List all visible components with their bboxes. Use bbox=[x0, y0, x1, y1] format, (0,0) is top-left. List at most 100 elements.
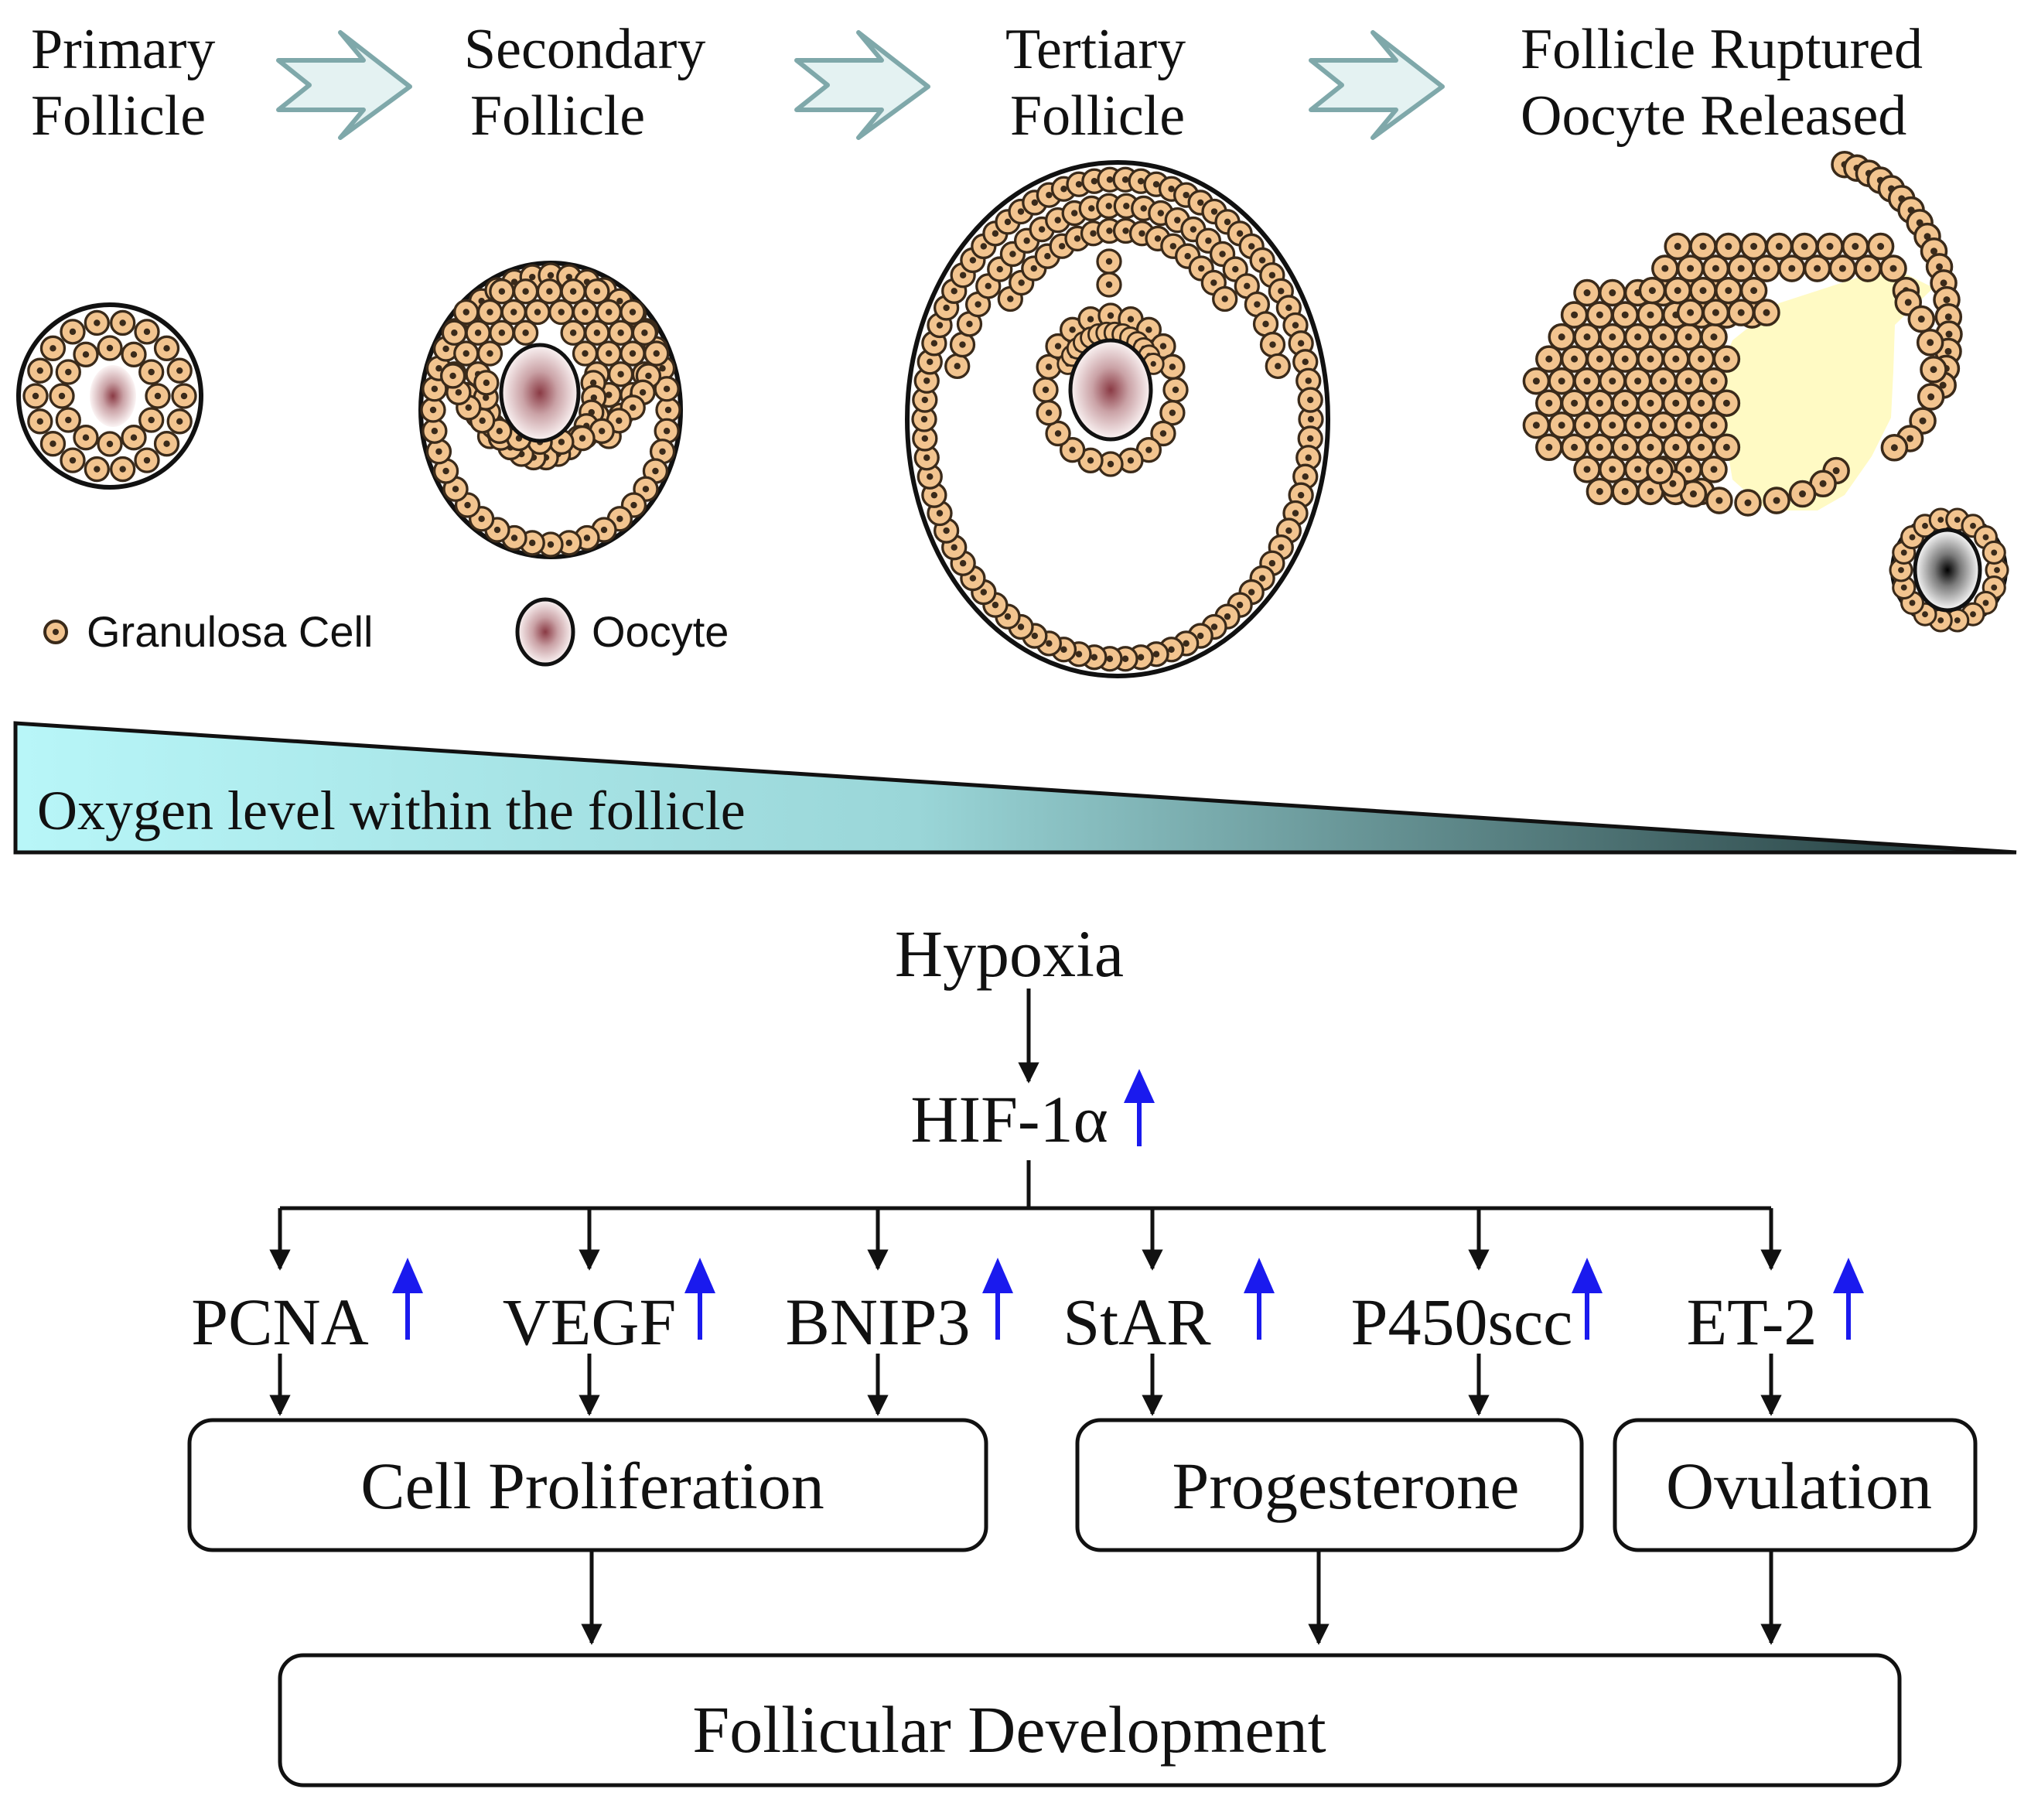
granulosa-cell-nucleus bbox=[1137, 178, 1145, 185]
granulosa-cell-nucleus bbox=[1710, 422, 1718, 429]
granulosa-cell-nucleus bbox=[1297, 491, 1305, 499]
granulosa-cell-nucleus bbox=[1596, 399, 1603, 407]
granulosa-cell-nucleus bbox=[1075, 181, 1083, 188]
granulosa-cell-nucleus bbox=[663, 385, 671, 392]
granulosa-cell-nucleus bbox=[547, 541, 555, 548]
granulosa-cell-nucleus bbox=[1571, 311, 1579, 319]
granulosa-cell-nucleus bbox=[1105, 203, 1112, 210]
granulosa-cell-nucleus bbox=[1224, 613, 1231, 620]
granulosa-cell-nucleus bbox=[1292, 322, 1299, 329]
stage-title-secondary-line1: Secondary bbox=[464, 18, 705, 81]
granulosa-cell-nucleus bbox=[1940, 279, 1947, 287]
granulosa-cell-nucleus bbox=[1150, 360, 1156, 367]
granulosa-cell-nucleus bbox=[1210, 623, 1218, 630]
granulosa-cell-nucleus bbox=[1674, 243, 1681, 251]
granulosa-cell-nucleus bbox=[966, 320, 973, 328]
granulosa-cell-nucleus bbox=[1936, 263, 1944, 271]
granulosa-cell-nucleus bbox=[498, 288, 506, 295]
granulosa-cell-nucleus bbox=[1943, 296, 1951, 304]
granulosa-cell-nucleus bbox=[1090, 230, 1097, 237]
granulosa-cell-nucleus bbox=[1919, 417, 1927, 425]
granulosa-cell-nucleus bbox=[1069, 446, 1076, 453]
granulosa-cell-nucleus bbox=[921, 435, 929, 442]
granulosa-cell-nucleus bbox=[154, 392, 162, 400]
granulosa-cell-nucleus bbox=[565, 273, 572, 281]
granulosa-cell-nucleus bbox=[464, 501, 471, 509]
granulosa-cell-nucleus bbox=[1054, 217, 1061, 224]
granulosa-cell-nucleus bbox=[1168, 186, 1175, 193]
granulosa-cell-nucleus bbox=[1634, 377, 1642, 385]
granulosa-cell-nucleus bbox=[1302, 358, 1309, 366]
granulosa-cell-nucleus bbox=[1054, 343, 1062, 350]
granulosa-cell-nucleus bbox=[1532, 377, 1540, 385]
granulosa-cell-nucleus bbox=[642, 486, 650, 493]
granulosa-cell-nucleus bbox=[1174, 217, 1181, 224]
granulosa-cell-nucleus bbox=[1122, 227, 1129, 234]
granulosa-cell-nucleus bbox=[1558, 333, 1565, 341]
granulosa-cell-nucleus bbox=[486, 350, 493, 357]
secondary-follicle bbox=[418, 261, 683, 559]
granulosa-cell-nucleus bbox=[1145, 446, 1152, 453]
granulosa-cell-nucleus bbox=[985, 282, 992, 290]
granulosa-cell-nucleus bbox=[442, 345, 449, 353]
granulosa-cell-nucleus bbox=[1306, 435, 1314, 442]
granulosa-cell-nucleus bbox=[69, 456, 77, 464]
final-box-follicular-development: Follicular Development bbox=[278, 1653, 1902, 1788]
gene-up-arrows bbox=[392, 1258, 1864, 1340]
granulosa-cell-nucleus bbox=[1069, 326, 1076, 333]
granulosa-cell-nucleus bbox=[1647, 399, 1654, 407]
granulosa-cell-nucleus bbox=[451, 330, 458, 336]
granulosa-cell-nucleus bbox=[1710, 333, 1718, 341]
granulosa-cell-nucleus bbox=[653, 350, 660, 357]
granulosa-cell-nucleus bbox=[1018, 279, 1025, 286]
granulosa-cell-nucleus bbox=[1621, 443, 1629, 451]
granulosa-cell-nucleus bbox=[1070, 210, 1078, 217]
granulosa-cell-nucleus bbox=[119, 466, 126, 473]
granulosa-cell-nucleus bbox=[936, 322, 944, 329]
granulosa-cell-nucleus bbox=[449, 372, 456, 380]
granulosa-cell-nucleus bbox=[1801, 243, 1808, 251]
granulosa-cell-nucleus bbox=[1656, 467, 1664, 475]
granulosa-cell-icon bbox=[43, 620, 68, 644]
granulosa-cell-nucleus bbox=[1927, 393, 1935, 401]
granulosa-cell-nucleus bbox=[617, 370, 624, 377]
granulosa-cell-nucleus bbox=[1634, 466, 1642, 473]
granulosa-cell-nucleus bbox=[1698, 399, 1705, 407]
granulosa-cell-nucleus bbox=[1647, 443, 1654, 451]
granulosa-cell-nucleus bbox=[1017, 623, 1025, 630]
granulosa-cell-nucleus bbox=[435, 365, 442, 372]
granulosa-cell-nucleus bbox=[1669, 480, 1677, 487]
granulosa-cell-nucleus bbox=[629, 350, 637, 357]
granulosa-cell-nucleus bbox=[529, 273, 536, 281]
granulosa-cell-nucleus bbox=[106, 440, 114, 448]
granulosa-cell-nucleus bbox=[1087, 457, 1094, 464]
granulosa-cell-nucleus bbox=[923, 454, 930, 461]
granulosa-cell-nucleus bbox=[49, 440, 56, 447]
granulosa-cell-nucleus bbox=[1922, 522, 1928, 529]
granulosa-cell-nucleus bbox=[616, 417, 623, 425]
up-arrow-icon bbox=[1572, 1258, 1603, 1340]
granulosa-cell-nucleus bbox=[1906, 435, 1914, 442]
legend-oocyte-label: Oocyte bbox=[592, 607, 729, 656]
granulosa-cell-nucleus bbox=[1275, 363, 1282, 370]
stage-title-ruptured-line2: Oocyte Released bbox=[1521, 84, 1906, 148]
granulosa-cell-nucleus bbox=[176, 418, 183, 425]
granulosa-cell-nucleus bbox=[534, 309, 541, 316]
granulosa-cell-nucleus bbox=[1183, 640, 1190, 647]
granulosa-cell-nucleus bbox=[1007, 295, 1014, 302]
granulosa-cell-nucleus bbox=[936, 510, 944, 517]
granulosa-cell-nucleus bbox=[479, 417, 486, 425]
granulosa-cell-nucleus bbox=[1268, 271, 1276, 278]
granulosa-cell-nucleus bbox=[1647, 311, 1654, 319]
granulosa-cell-nucleus bbox=[951, 288, 957, 295]
granulosa-cell-nucleus bbox=[606, 391, 613, 398]
granulosa-cell-nucleus bbox=[1045, 364, 1053, 370]
granulosa-cell-nucleus bbox=[1737, 265, 1745, 272]
granulosa-cell-nucleus bbox=[1982, 534, 1989, 541]
granulosa-cell-nucleus bbox=[1722, 355, 1730, 363]
stage-title-ruptured-line1: Follicle Ruptured bbox=[1521, 18, 1923, 81]
up-arrow-icon bbox=[684, 1258, 715, 1340]
up-arrow-icon bbox=[1833, 1258, 1864, 1340]
granulosa-cell-nucleus bbox=[529, 539, 536, 547]
